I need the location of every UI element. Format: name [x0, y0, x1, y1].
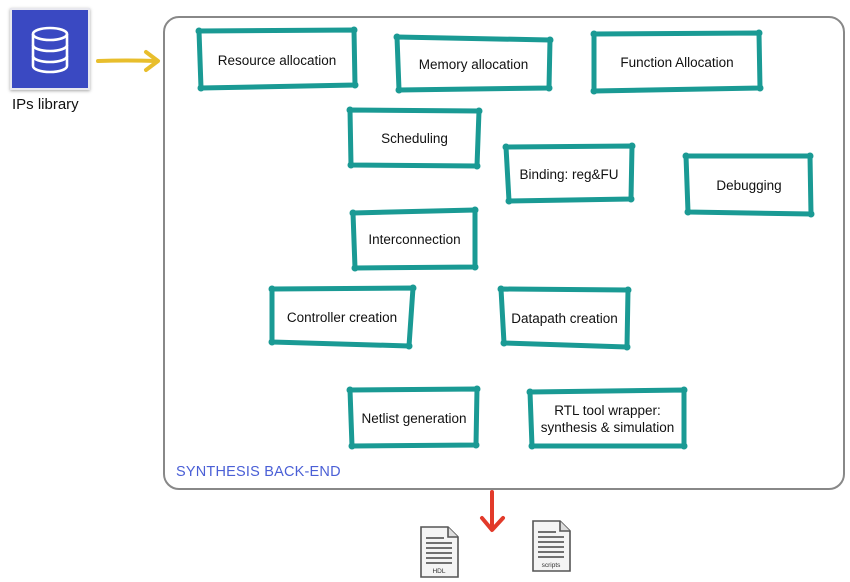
scripts-label: scripts	[542, 562, 562, 569]
step-netlist-generation: Netlist generation	[361, 410, 467, 426]
output-arrow	[480, 490, 505, 532]
synthesis-backend-panel	[163, 16, 845, 490]
step-binding: Binding: reg&FU	[519, 166, 619, 182]
scripts-document-icon: scripts	[532, 520, 571, 572]
step-resource-allocation: Resource allocation	[217, 52, 337, 68]
ips-library-tile	[10, 8, 90, 90]
step-memory-allocation: Memory allocation	[418, 56, 529, 72]
step-datapath-creation: Datapath creation	[511, 310, 618, 326]
step-controller-creation: Controller creation	[286, 310, 398, 325]
panel-title: SYNTHESIS BACK-END	[176, 464, 341, 480]
step-function-allocation: Function Allocation	[620, 55, 734, 70]
step-rtl-tool-wrapper: RTL tool wrapper: synthesis & simulation	[540, 403, 675, 435]
hdl-label: HDL	[432, 568, 445, 575]
step-debugging: Debugging	[716, 178, 782, 193]
ips-library-label: IPs library	[12, 96, 79, 113]
database-icon	[31, 26, 69, 74]
input-arrow	[96, 50, 160, 72]
step-interconnection: Interconnection	[368, 232, 461, 247]
step-scheduling: Scheduling	[381, 131, 448, 146]
hdl-document-icon: HDL	[420, 526, 459, 578]
